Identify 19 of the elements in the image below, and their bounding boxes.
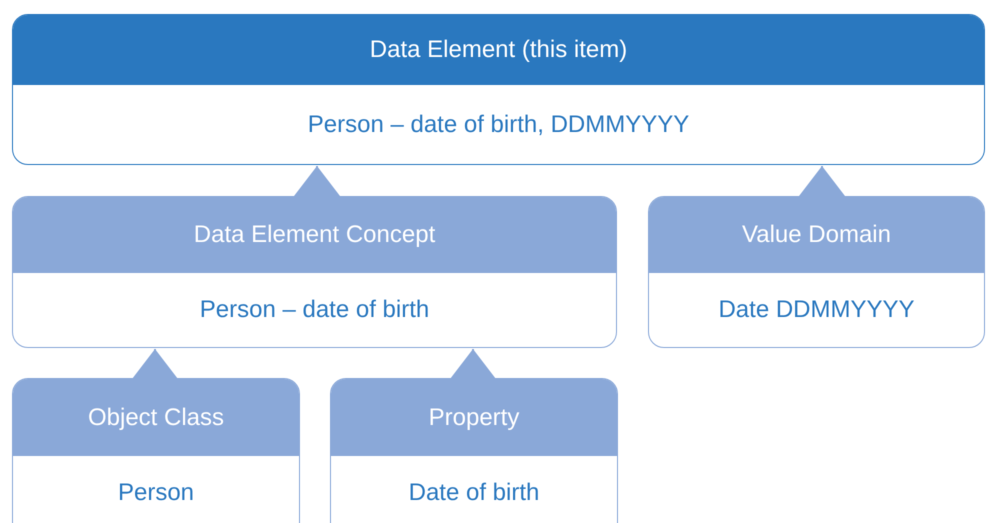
concept-card bbox=[330, 378, 618, 523]
card-value: Person – date of birth, DDMMYYYY bbox=[308, 110, 690, 140]
card-title: Data Element Concept bbox=[194, 220, 436, 250]
card-value: Date of birth bbox=[408, 478, 540, 508]
concept-card bbox=[12, 14, 985, 165]
card-title: Value Domain bbox=[742, 220, 891, 250]
card-value: Person bbox=[118, 478, 194, 508]
concept-card bbox=[12, 378, 300, 523]
arrow bbox=[132, 349, 178, 379]
concept-card bbox=[12, 196, 617, 348]
card-value: Date DDMMYYYY bbox=[718, 295, 915, 325]
arrow bbox=[799, 166, 845, 197]
arrow bbox=[294, 166, 340, 197]
card-title: Property bbox=[428, 402, 520, 432]
concept-card bbox=[648, 196, 985, 348]
card-value: Person – date of birth bbox=[200, 295, 430, 325]
card-title: Object Class bbox=[88, 402, 224, 432]
card-title: Data Element (this item) bbox=[370, 35, 628, 65]
arrow bbox=[450, 349, 496, 379]
